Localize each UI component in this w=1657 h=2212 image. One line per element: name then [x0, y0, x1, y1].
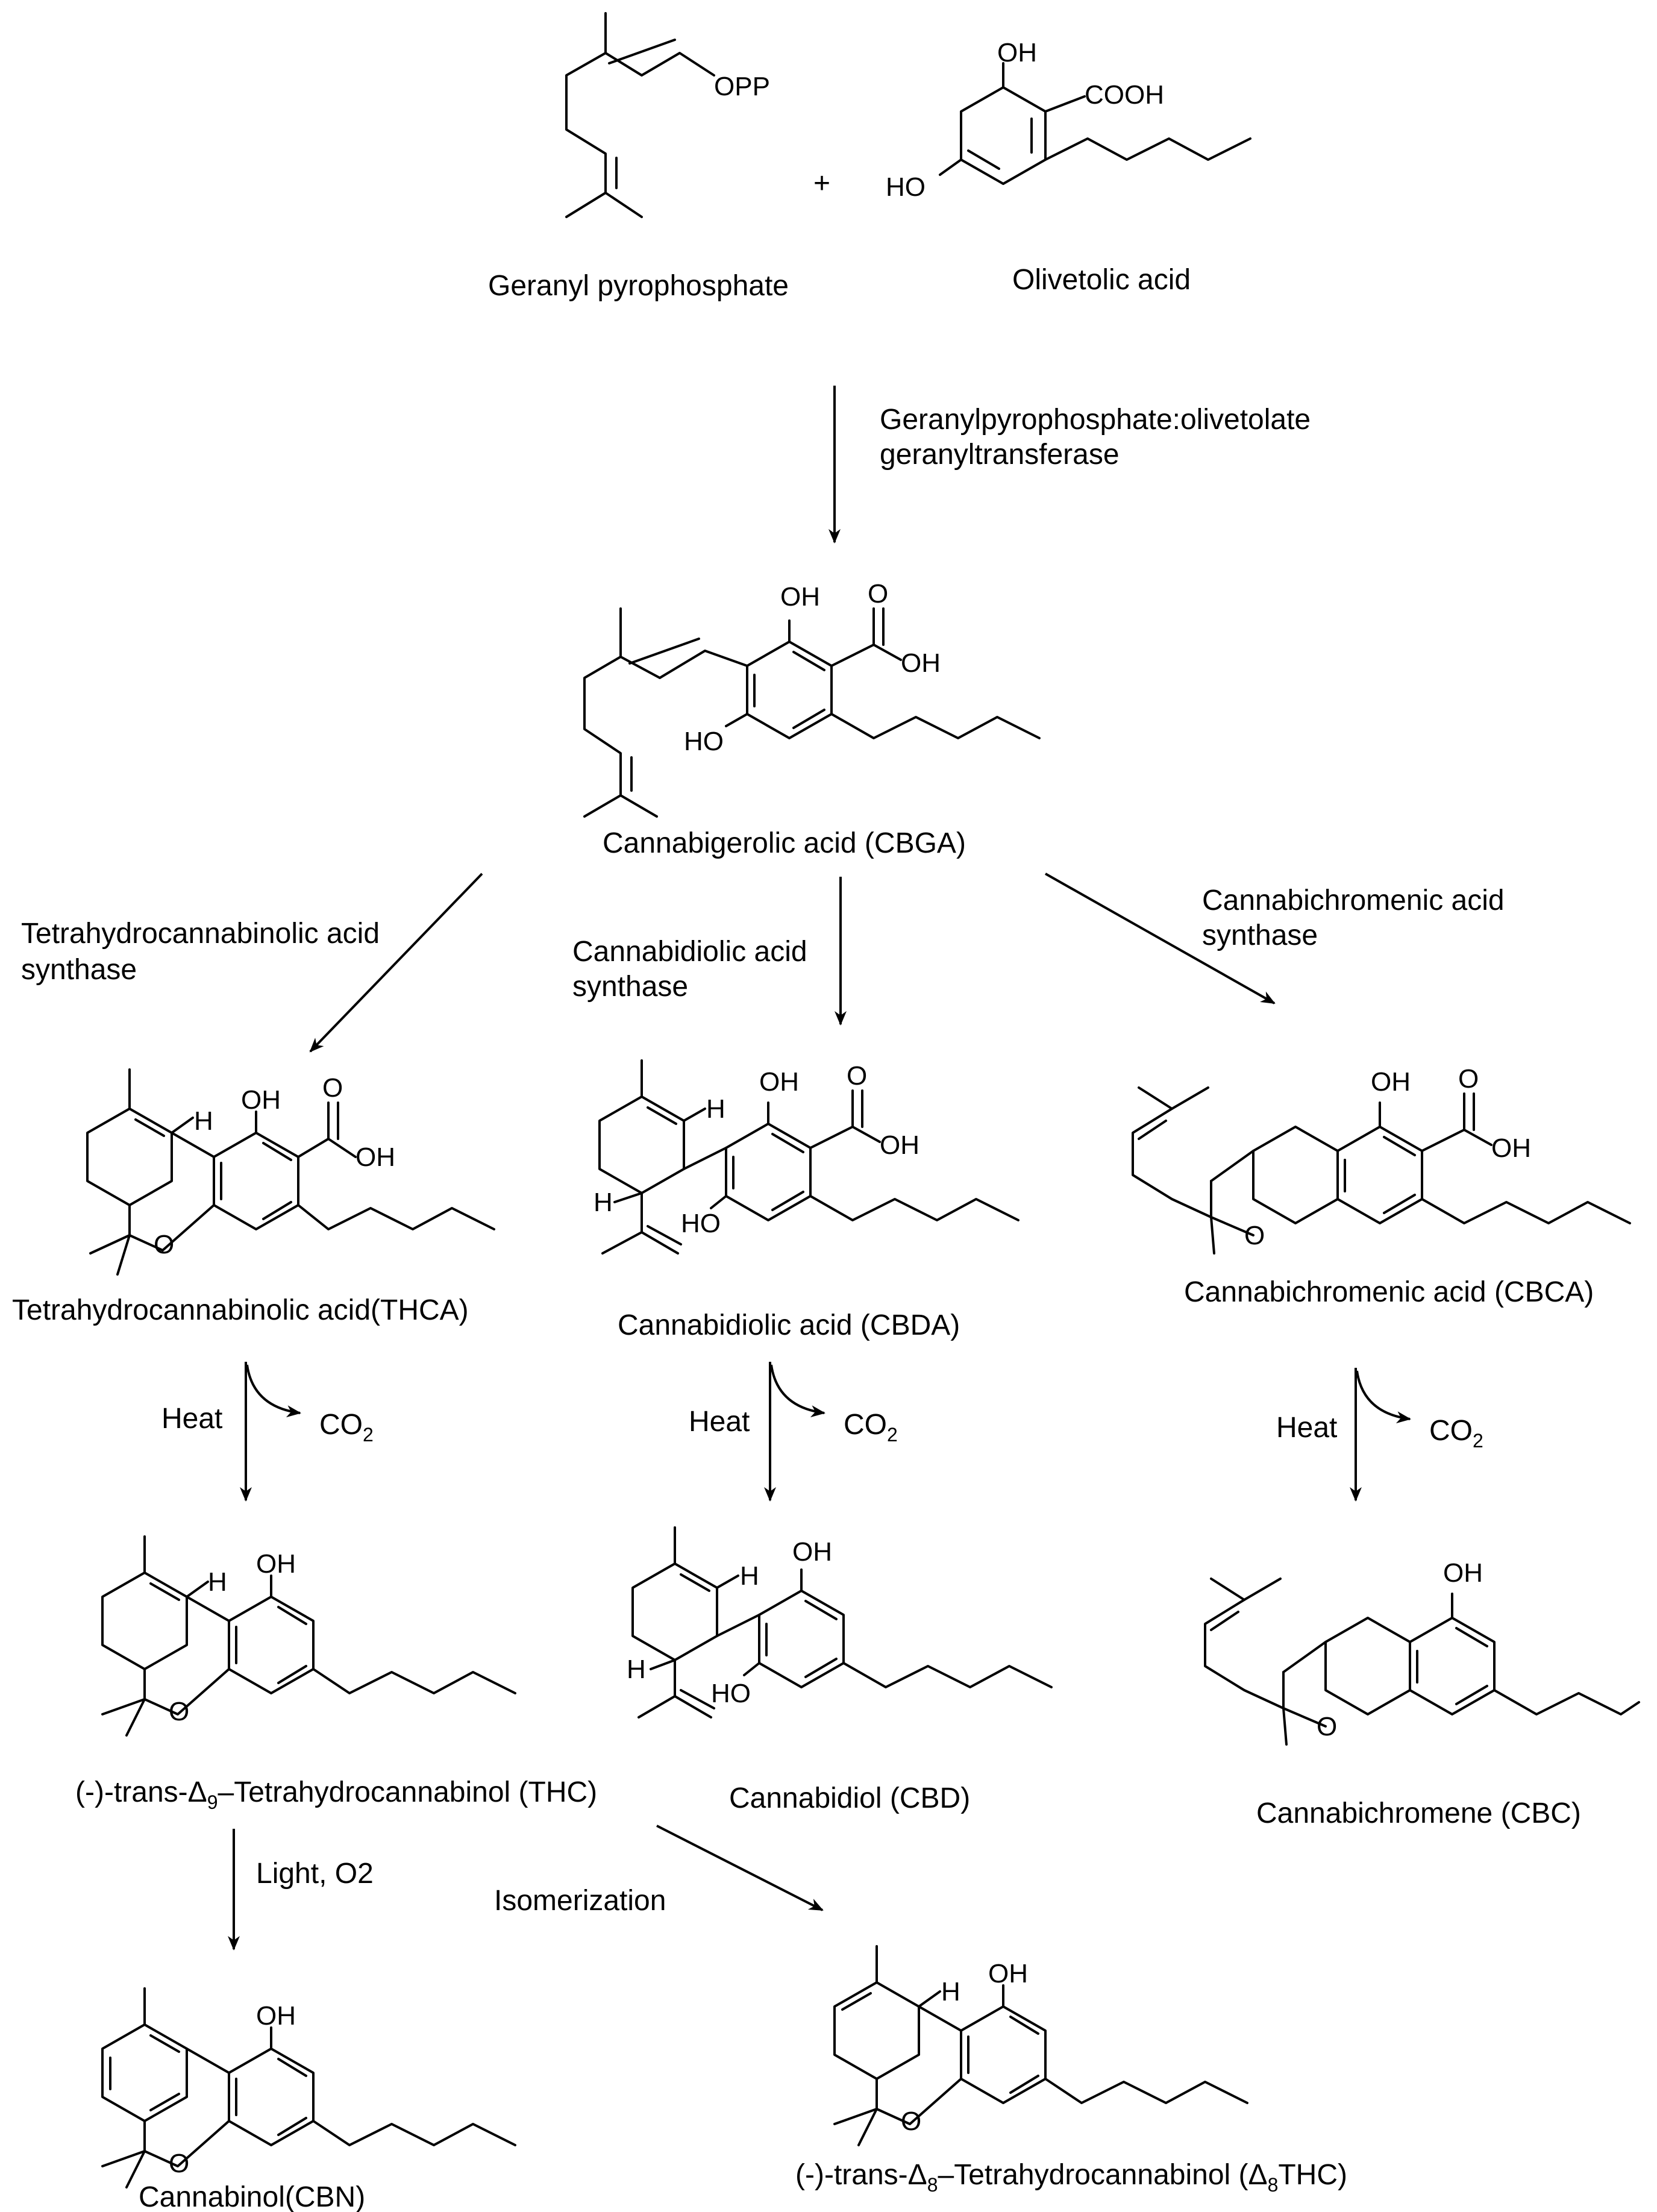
- isomerization-label: Isomerization: [494, 1885, 666, 1917]
- thca-oh: OH: [241, 1085, 281, 1115]
- cbn-ring-o: O: [169, 2149, 189, 2178]
- cbga-o: O: [868, 579, 888, 609]
- cbga-structure: OH O OH HO: [583, 579, 1041, 818]
- svg-text:CO2: CO2: [319, 1409, 374, 1446]
- thca-ring-o: O: [154, 1230, 174, 1259]
- decarboxylation-thca: Heat CO2: [161, 1362, 374, 1502]
- olivetolic-oh: OH: [997, 38, 1037, 67]
- thc-oh: OH: [256, 1549, 296, 1579]
- cbca-ring-o: O: [1244, 1221, 1265, 1250]
- enzyme-gpp-ot-line1: Geranylpyrophosphate:olivetolate: [880, 404, 1311, 436]
- thca-h: H: [194, 1106, 213, 1136]
- d8thc-ring-o: O: [901, 2107, 921, 2136]
- cbca-o: O: [1458, 1064, 1479, 1094]
- cbn-structure: OH O: [101, 1987, 516, 2189]
- cbc-ring-o: O: [1317, 1712, 1337, 1741]
- svg-text:CO2: CO2: [844, 1409, 898, 1446]
- cbc-oh: OH: [1443, 1558, 1483, 1588]
- d8thc-oh: OH: [988, 1959, 1028, 1988]
- thca-oh2: OH: [356, 1142, 395, 1172]
- svg-text:CO2: CO2: [1429, 1415, 1483, 1452]
- cbd-h: H: [740, 1561, 759, 1591]
- cbn-oh: OH: [256, 2001, 296, 2031]
- heat-label-2: Heat: [689, 1406, 750, 1438]
- cbn-name: Cannabinol(CBN): [139, 2181, 365, 2212]
- arrow-thc-to-d8thc: [656, 1825, 824, 1911]
- cbda-o: O: [847, 1061, 867, 1091]
- cbga-name: Cannabigerolic acid (CBGA): [603, 827, 966, 859]
- thca-o: O: [322, 1073, 343, 1103]
- cbca-oh: OH: [1371, 1067, 1411, 1097]
- cbda-oh2: OH: [880, 1130, 919, 1160]
- arrow-cbga-to-thca: [309, 873, 483, 1053]
- cbda-h2: H: [594, 1188, 613, 1217]
- co2-label-3: CO: [1429, 1415, 1473, 1447]
- cbd-oh: OH: [792, 1537, 832, 1567]
- co2-sub-1: 2: [363, 1424, 374, 1446]
- olivetolic-acid-structure: OH COOH HO: [886, 38, 1251, 202]
- cbc-structure: OH O: [1204, 1558, 1640, 1746]
- cbda-oh: OH: [759, 1067, 799, 1097]
- cbcas-line1: Cannabichromenic acid: [1202, 885, 1505, 916]
- co2-label-2: CO: [844, 1409, 887, 1441]
- cbca-name: Cannabichromenic acid (CBCA): [1184, 1276, 1594, 1308]
- heat-label-1: Heat: [161, 1403, 222, 1435]
- cbga-oh2: OH: [901, 648, 941, 678]
- co2-sub-3: 2: [1473, 1430, 1483, 1452]
- cbda-name: Cannabidiolic acid (CBDA): [618, 1309, 960, 1341]
- d8thc-name: (-)-trans-Δ8–Tetrahydrocannabinol (Δ8THC…: [795, 2159, 1347, 2196]
- cbga-oh: OH: [780, 582, 820, 612]
- cbga-ho: HO: [684, 727, 724, 756]
- cbd-ho: HO: [711, 1679, 751, 1708]
- thc-name: (-)-trans-Δ9–Tetrahydrocannabinol (THC): [75, 1776, 597, 1813]
- heat-label-3: Heat: [1276, 1412, 1337, 1444]
- decarboxylation-cbca: Heat CO2: [1276, 1368, 1483, 1502]
- gpp-name: Geranyl pyrophosphate: [488, 270, 789, 302]
- cbda-h: H: [706, 1094, 725, 1124]
- olivetolic-name: Olivetolic acid: [1012, 264, 1191, 296]
- olivetolic-cooh: COOH: [1085, 80, 1164, 110]
- d8thc-h: H: [941, 1977, 960, 2007]
- thca-structure: OH O OH H O: [86, 1068, 495, 1276]
- co2-sub-2: 2: [887, 1424, 898, 1446]
- d8thc-structure: OH H O: [833, 1945, 1248, 2146]
- gpp-structure: OPP: [565, 12, 770, 218]
- thc-structure: OH H O: [101, 1535, 516, 1737]
- arrow-cbga-to-cbca: [1045, 873, 1276, 1004]
- olivetolic-ho: HO: [886, 172, 926, 202]
- plus-sign: +: [813, 168, 830, 199]
- cbd-h2: H: [627, 1655, 646, 1684]
- cbca-structure: OH O OH O: [1132, 1064, 1631, 1255]
- thc-h: H: [208, 1567, 227, 1597]
- cbda-ho: HO: [681, 1209, 721, 1238]
- thca-name: Tetrahydrocannabinolic acid(THCA): [12, 1294, 469, 1326]
- cbda-structure: OH O OH H H HO: [594, 1059, 1020, 1255]
- co2-label-1: CO: [319, 1409, 363, 1441]
- thcas-line1: Tetrahydrocannabinolic acid: [21, 918, 380, 950]
- gpp-opp-label: OPP: [714, 72, 770, 101]
- decarboxylation-cbda: Heat CO2: [689, 1362, 898, 1502]
- cbdas-line1: Cannabidiolic acid: [572, 936, 807, 968]
- enzyme-gpp-ot-line2: geranyltransferase: [880, 439, 1120, 471]
- thcas-line2: synthase: [21, 954, 137, 986]
- thc-ring-o: O: [169, 1697, 189, 1726]
- cbd-name: Cannabidiol (CBD): [729, 1782, 970, 1814]
- cbcas-line2: synthase: [1202, 920, 1318, 951]
- light-label: Light, O2: [256, 1858, 374, 1890]
- cbd-structure: OH H H HO: [627, 1526, 1053, 1719]
- cbca-oh2: OH: [1491, 1133, 1531, 1163]
- cbdas-line2: synthase: [572, 971, 688, 1003]
- cbc-name: Cannabichromene (CBC): [1256, 1797, 1581, 1829]
